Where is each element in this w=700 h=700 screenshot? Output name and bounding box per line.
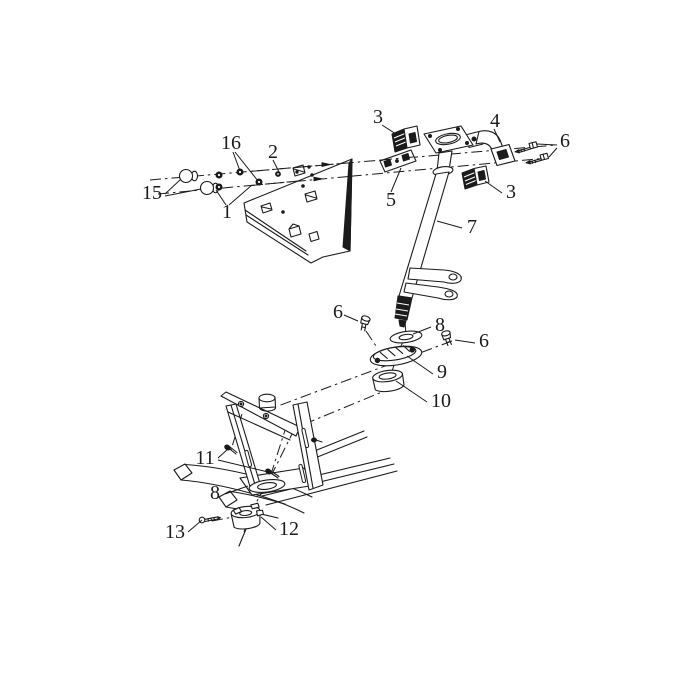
bolt-15-head (199, 180, 215, 196)
callout-label-12: 12 (279, 518, 299, 540)
callout-label-6a: 6 (560, 130, 570, 152)
part-8-washer-bottom (248, 479, 286, 493)
part-9-bearing-flange (369, 345, 423, 367)
callout-label-15: 15 (142, 182, 162, 204)
bolt-6-top-a (514, 141, 539, 154)
callout-label-10: 10 (431, 390, 451, 412)
column-arm-lower (403, 282, 458, 301)
callout-labels: 16 2 15 1 3 4 6 3 5 7 6 8 6 9 10 11 8 13… (142, 106, 570, 543)
callout-label-4: 4 (490, 110, 500, 132)
callout-label-5: 5 (386, 189, 396, 211)
part-3-clamp-right (461, 165, 490, 190)
bolt-6-mid-right (441, 330, 452, 347)
part-10-bushing (372, 369, 405, 393)
callout-label-3b: 3 (506, 181, 516, 203)
callout-label-16: 16 (221, 132, 241, 154)
part-2-mount-bracket (243, 158, 353, 264)
part-3-clamp-left (391, 125, 421, 153)
centerline-overlays (251, 156, 415, 186)
bolt-15-head (178, 168, 194, 184)
tube-end-cap (173, 463, 193, 481)
centerline-arrow (321, 162, 331, 167)
leader-lines (164, 124, 558, 533)
column-splined-end (394, 295, 413, 321)
bolt-11-a (224, 444, 238, 455)
callout-label-3a: 3 (373, 106, 383, 128)
column-arm-upper (407, 267, 462, 284)
callout-label-6b: 6 (333, 301, 343, 323)
callout-label-9: 9 (437, 361, 447, 383)
part-7-steering-column (394, 125, 474, 328)
part-8-washer-mid (389, 330, 423, 344)
washer-nut-group-16-1-2 (215, 165, 311, 191)
centerline-arrow (313, 176, 323, 182)
part-12-castle-nut (230, 502, 264, 530)
bolt-6-top-b (525, 152, 550, 165)
callout-label-13: 13 (165, 521, 185, 543)
bolt-15-group (178, 168, 220, 196)
callout-label-8b: 8 (210, 482, 220, 504)
callout-label-6c: 6 (479, 330, 489, 352)
callout-label-8a: 8 (435, 314, 445, 336)
callout-label-7: 7 (467, 216, 477, 238)
callout-label-11: 11 (195, 447, 214, 469)
tube-end-cap (218, 490, 238, 508)
part-12-lower-line (238, 528, 247, 547)
part-5-strap-plate (379, 149, 417, 173)
callout-label-1: 1 (222, 201, 232, 223)
bolt-11-b (265, 468, 280, 479)
callout-label-2: 2 (268, 141, 278, 163)
bolt-6-mid-left (360, 315, 371, 332)
part-4-saddle-clamp (464, 130, 516, 167)
